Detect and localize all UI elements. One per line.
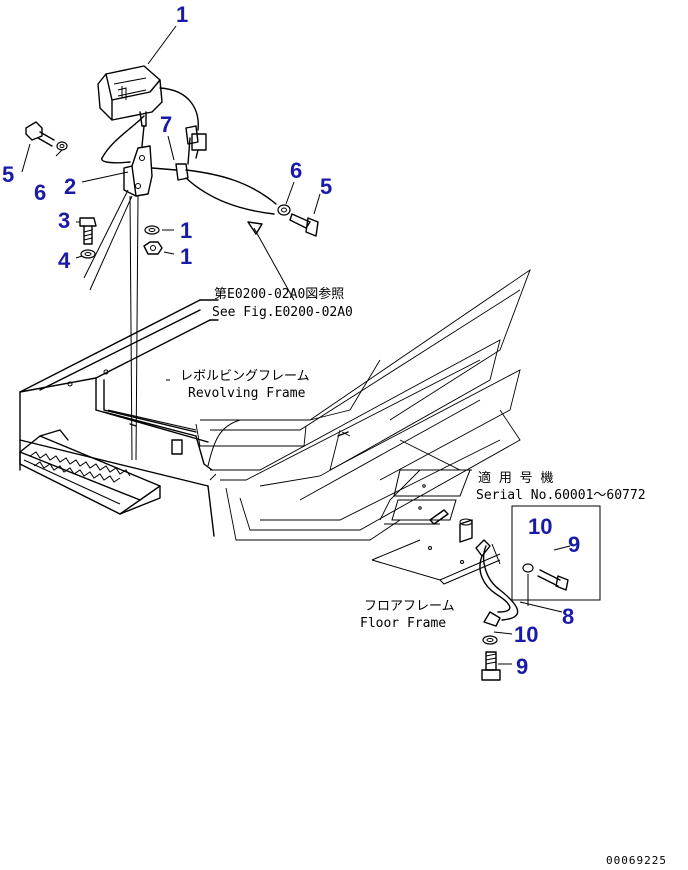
frame-mark <box>166 379 349 467</box>
callout-10-bottom: 10 <box>514 622 538 647</box>
revolving-frame-label-en: Revolving Frame <box>188 386 306 401</box>
callout-1-nut: 1 <box>180 244 192 269</box>
washer-1 <box>144 225 160 235</box>
callout-9-box: 9 <box>568 532 580 557</box>
floor-frame-label-jp: フロアフレーム <box>364 599 455 614</box>
annotation-notes: 第E0200-02A0図参照 See Fig.E0200-02A0 レボルビング… <box>180 286 667 867</box>
ground-cable <box>475 539 519 627</box>
serial-inset-box <box>511 505 601 601</box>
callout-4: 4 <box>58 248 71 273</box>
see-fig-note-jp: 第E0200-02A0図参照 <box>214 286 344 302</box>
serial-label-jp: 適 用 号 機 <box>478 470 553 486</box>
drawing-number: 00069225 <box>606 854 667 867</box>
nut-1 <box>143 241 163 255</box>
callout-5-left: 5 <box>2 162 14 187</box>
left-bolt-5 <box>25 121 55 147</box>
revolving-frame <box>19 299 219 537</box>
leader-lines <box>21 25 571 665</box>
callout-10-box: 10 <box>528 514 552 539</box>
callout-5-right: 5 <box>320 174 332 199</box>
callout-9-bottom: 9 <box>516 654 528 679</box>
callout-7: 7 <box>160 112 172 137</box>
callout-6-left: 6 <box>34 180 46 205</box>
right-bolt-5 <box>289 213 319 237</box>
callout-1-washer: 1 <box>180 218 192 243</box>
callout-6-right: 6 <box>290 158 302 183</box>
see-fig-note-en: See Fig.E0200-02A0 <box>212 305 353 320</box>
callout-labels: 1 2 3 4 5 6 7 6 5 1 1 10 9 8 10 9 <box>2 2 580 679</box>
washer-4 <box>80 249 96 259</box>
callout-1-top: 1 <box>176 2 188 27</box>
bolt-3 <box>79 217 97 245</box>
right-washer-6 <box>277 204 291 216</box>
bottom-bolt-9 <box>481 651 501 681</box>
revolving-frame-label-jp: レボルビングフレーム <box>180 369 310 384</box>
step <box>19 429 161 515</box>
lamp-harness <box>101 115 277 215</box>
callout-2: 2 <box>64 174 76 199</box>
work-lamp <box>97 65 207 159</box>
serial-label-en: Serial No.60001～60772 <box>476 488 646 503</box>
callout-3: 3 <box>58 208 70 233</box>
floor-frame-label-en: Floor Frame <box>360 616 446 631</box>
left-washer-6 <box>56 141 68 151</box>
callout-8: 8 <box>562 604 574 629</box>
lamp-bracket <box>83 125 153 461</box>
bottom-washer-10 <box>482 635 498 645</box>
